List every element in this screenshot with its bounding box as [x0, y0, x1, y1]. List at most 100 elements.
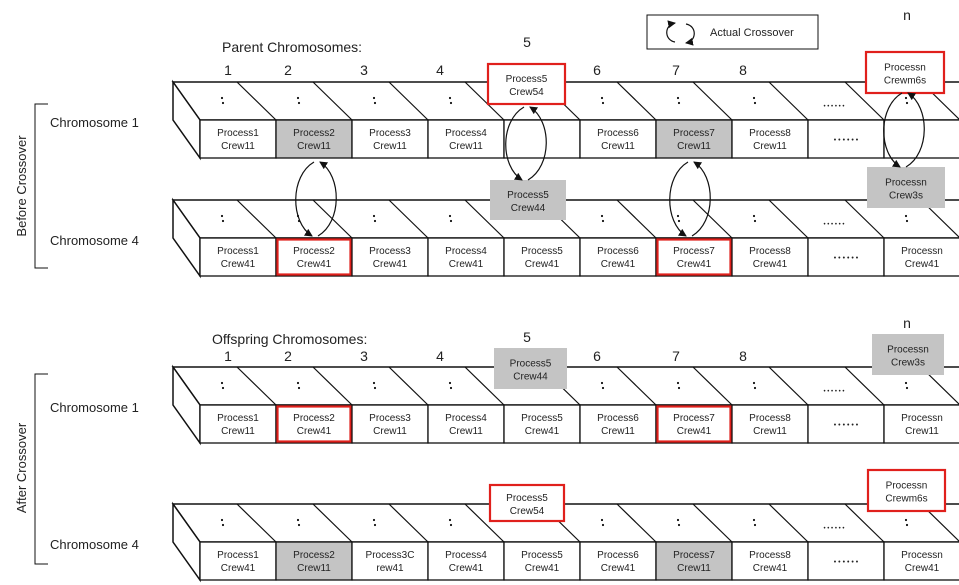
top-dot — [221, 523, 225, 527]
column-number: n — [903, 7, 911, 23]
top-dot — [676, 214, 680, 218]
crossover-arrows-icon — [666, 20, 695, 46]
swap-arrows-col-7 — [669, 161, 711, 237]
cell-process-label: Process8 — [749, 413, 791, 424]
top-dot — [297, 523, 301, 527]
column-number: 3 — [360, 62, 368, 78]
top-divider — [768, 366, 809, 406]
top-divider — [768, 81, 809, 121]
column-number: 7 — [672, 62, 680, 78]
cell-box — [655, 541, 733, 581]
cell-box — [275, 119, 353, 159]
cell-process-label: Process4 — [445, 246, 487, 257]
top-dot — [752, 96, 756, 100]
top-divider — [692, 199, 733, 239]
cell-process-label: Process1 — [217, 128, 259, 139]
cell-box — [351, 541, 429, 581]
column-number: 4 — [436, 348, 444, 364]
cell-process-label: Process1 — [217, 413, 259, 424]
column-number: n — [903, 315, 911, 331]
top-divider — [236, 503, 277, 543]
cell-process-label: Process7 — [673, 128, 715, 139]
cell-process-label: Process7 — [673, 246, 715, 257]
gene-crew-label: Crew54 — [509, 87, 544, 98]
column-number: 1 — [224, 348, 232, 364]
cell-process-label: Process7 — [673, 413, 715, 424]
cell-box — [275, 237, 353, 277]
top-divider — [388, 199, 429, 239]
chromosome-cell — [883, 119, 959, 159]
top-dot — [753, 523, 757, 527]
cell-crew-label: Crew11 — [373, 426, 407, 437]
cell-crew-label: Crew41 — [905, 259, 940, 270]
top-dot — [220, 518, 224, 522]
cell-box — [199, 541, 277, 581]
top-dot — [676, 96, 680, 100]
cell-process-label: Processn — [901, 413, 943, 424]
top-dot — [600, 518, 604, 522]
cell-process-label: Process3 — [369, 413, 411, 424]
cell-crew-label: Crew41 — [601, 259, 636, 270]
top-dot — [752, 214, 756, 218]
top-dot — [296, 518, 300, 522]
cell-box — [503, 119, 581, 159]
crossover-arrow — [527, 106, 547, 181]
top-dot — [449, 523, 453, 527]
cell-process-label: Process4 — [445, 550, 487, 561]
cell-crew-label: Crew41 — [525, 426, 560, 437]
cell-box — [579, 237, 657, 277]
top-divider — [616, 81, 657, 121]
top-dot — [373, 101, 377, 105]
top-divider — [692, 503, 733, 543]
gene-box — [490, 180, 566, 220]
cell-crew-label: Crew41 — [677, 426, 712, 437]
cell-box — [275, 541, 353, 581]
legend: Actual Crossover — [646, 14, 819, 50]
top-divider — [388, 81, 429, 121]
cell-highlight — [276, 405, 352, 443]
top-divider — [388, 366, 429, 406]
top-divider — [768, 503, 809, 543]
top-dots: • • • • • • — [824, 389, 845, 395]
chromosome-label: Chromosome 4 — [50, 233, 139, 248]
top-dot — [220, 96, 224, 100]
cell-process-label: Process3 — [369, 246, 411, 257]
cell-crew-label: Crew41 — [373, 259, 408, 270]
cell-process-label: Process3 — [369, 128, 411, 139]
top-dot — [904, 518, 908, 522]
gene-crew-label: Crew44 — [513, 372, 548, 383]
cell-box — [807, 119, 885, 159]
top-dot — [448, 518, 452, 522]
column-number: 8 — [739, 62, 747, 78]
cell-process-label: Process6 — [597, 550, 639, 561]
cell-crew-label: Crew11 — [905, 426, 939, 437]
legend-label: Actual Crossover — [710, 27, 794, 39]
parent-chromosomes-header: Parent Chromosomes: — [222, 39, 362, 55]
cell-crew-label: Crew41 — [297, 259, 332, 270]
cell-crew-label: Crew41 — [449, 259, 484, 270]
top-dot — [372, 214, 376, 218]
top-dot — [676, 518, 680, 522]
top-dot — [220, 381, 224, 385]
top-divider — [312, 81, 353, 121]
ellipsis-dots: • • • • • • — [834, 422, 859, 429]
top-divider — [464, 199, 505, 239]
cell-process-label: Process3C — [366, 550, 415, 561]
cell-process-label: Processn — [901, 550, 943, 561]
cell-box — [655, 119, 733, 159]
top-divider — [844, 503, 885, 543]
top-dot — [601, 219, 605, 223]
